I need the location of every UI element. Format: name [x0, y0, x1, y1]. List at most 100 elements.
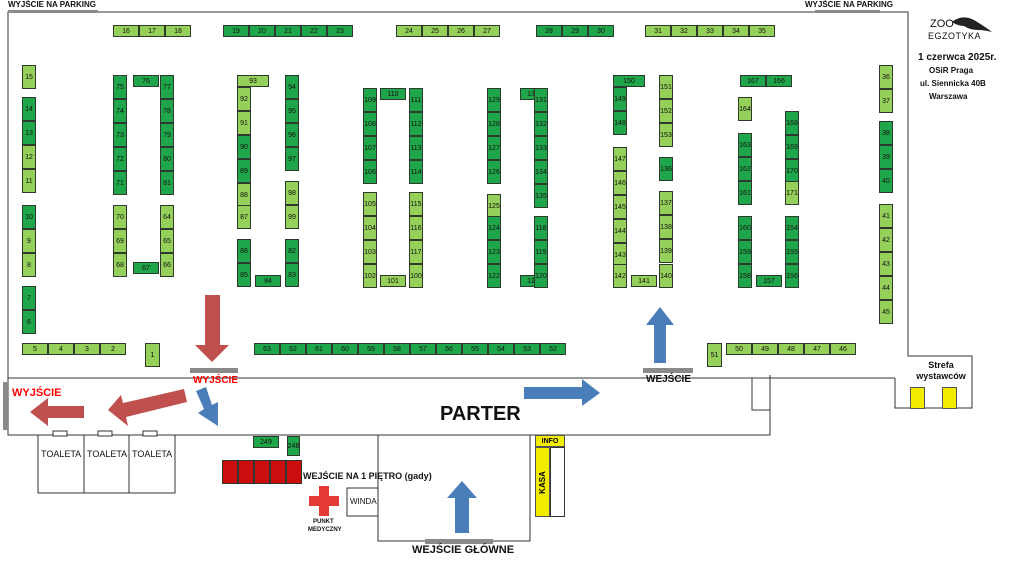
exhibitor-box-1: [910, 387, 925, 409]
stall-141: 141: [631, 275, 657, 287]
stall-104: 104: [363, 216, 377, 240]
lobby-wall: [377, 435, 531, 542]
stall-1: 1: [145, 343, 160, 367]
stall-92: 92: [237, 87, 251, 111]
stall-102: 102: [363, 264, 377, 288]
stall-80: 80: [160, 147, 174, 171]
door-main-entrance: [425, 539, 493, 544]
arrow-blue-up-entrance: [646, 307, 674, 363]
stall-8: 8: [22, 253, 36, 277]
stall-158: 158: [738, 264, 752, 288]
info-desk: INFO: [535, 435, 565, 447]
main-entrance-label: WEJŚCIE GŁÓWNE: [412, 544, 515, 556]
stall-62: 62: [280, 343, 306, 355]
stall-40: 40: [879, 169, 893, 193]
stall-64: 64: [160, 205, 174, 229]
stall-67: 67: [133, 262, 159, 274]
stall-59: 59: [358, 343, 384, 355]
stall-109: 109: [363, 88, 377, 112]
hall-wall: [7, 11, 973, 409]
stall-6: 6: [22, 310, 36, 334]
stall-87: 87: [237, 205, 251, 229]
stall-84: 84: [255, 275, 281, 287]
stall-128: 128: [487, 112, 501, 136]
arrow-blue-right: [524, 379, 600, 406]
stall-135: 135: [534, 184, 548, 208]
stall-32: 32: [671, 25, 697, 37]
stall-108: 108: [363, 112, 377, 136]
door-left-exit: [3, 382, 8, 430]
kasa-desk: KASA: [535, 447, 550, 517]
stall-151: 151: [659, 75, 673, 99]
stall-113: 113: [409, 136, 423, 160]
stall-122: 122: [487, 264, 501, 288]
logo-egzotyka: EGZOTYKA: [928, 31, 982, 41]
stall-86: 86: [237, 239, 251, 263]
toilet-sink-3: [142, 430, 158, 437]
stall-21: 21: [275, 25, 301, 37]
stall-82: 82: [285, 239, 299, 263]
stall-136: 136: [659, 157, 673, 181]
elevator-label: WINDA: [350, 497, 377, 506]
stall-133: 133: [534, 136, 548, 160]
stall-170: 170: [785, 159, 799, 183]
stall-45: 45: [879, 300, 893, 324]
exhibitor-zone-label: Strefa wystawców: [916, 360, 966, 381]
stall-2: 2: [100, 343, 126, 355]
stall-90: 90: [237, 135, 251, 159]
stall-168: 168: [785, 111, 799, 135]
stall-65: 65: [160, 229, 174, 253]
door-parking-right: [815, 10, 880, 13]
stall-164: 164: [738, 97, 752, 121]
info-label: INFO: [541, 437, 559, 445]
stall-166: 166: [766, 75, 792, 87]
arrow-red-left-small: [30, 398, 84, 426]
stall-150: 150: [613, 75, 645, 87]
stall-100: 100: [409, 264, 423, 288]
stall-123: 123: [487, 240, 501, 264]
stall-26: 26: [448, 25, 474, 37]
stall-131: 131: [534, 88, 548, 112]
venue-street: ul. Siennicka 40B: [920, 79, 986, 88]
door-entrance: [643, 368, 693, 373]
toilet-label-3: TOALETA: [132, 449, 173, 459]
stall-144: 144: [613, 219, 627, 243]
stall-4: 4: [48, 343, 74, 355]
stall-48: 48: [778, 343, 804, 355]
stall-36: 36: [879, 65, 893, 89]
stall-127: 127: [487, 136, 501, 160]
stall-116: 116: [409, 216, 423, 240]
stall-157: 157: [756, 275, 782, 287]
stall-95: 95: [285, 99, 299, 123]
stall-138: 138: [659, 215, 673, 239]
stall-120: 120: [534, 264, 548, 288]
toilet-area: [37, 434, 176, 494]
stall-152: 152: [659, 99, 673, 123]
stall-12: 12: [22, 145, 36, 169]
stall-14: 14: [22, 97, 36, 121]
stall-18: 18: [165, 25, 191, 37]
medical-cross-icon: [309, 486, 339, 516]
stall-153: 153: [659, 123, 673, 147]
stall-160: 160: [738, 216, 752, 240]
stall-103: 103: [363, 240, 377, 264]
stall-76: 76: [133, 75, 159, 87]
stall-49: 49: [752, 343, 778, 355]
stall-91: 91: [237, 111, 251, 135]
medical-label-1: PUNKT: [313, 519, 334, 525]
stall-50: 50: [726, 343, 752, 355]
stall-125: 125: [487, 194, 501, 218]
stall-88: 88: [237, 183, 251, 207]
stall-98: 98: [285, 181, 299, 205]
stall-162: 162: [738, 157, 752, 181]
stall-31: 31: [645, 25, 671, 37]
stall-114: 114: [409, 160, 423, 184]
stall-124: 124: [487, 216, 501, 240]
stall-93: 93: [237, 75, 269, 87]
stall-75: 75: [113, 75, 127, 99]
stall-3: 3: [74, 343, 100, 355]
stall-140: 140: [659, 264, 673, 288]
door-exit-mid: [190, 368, 238, 373]
